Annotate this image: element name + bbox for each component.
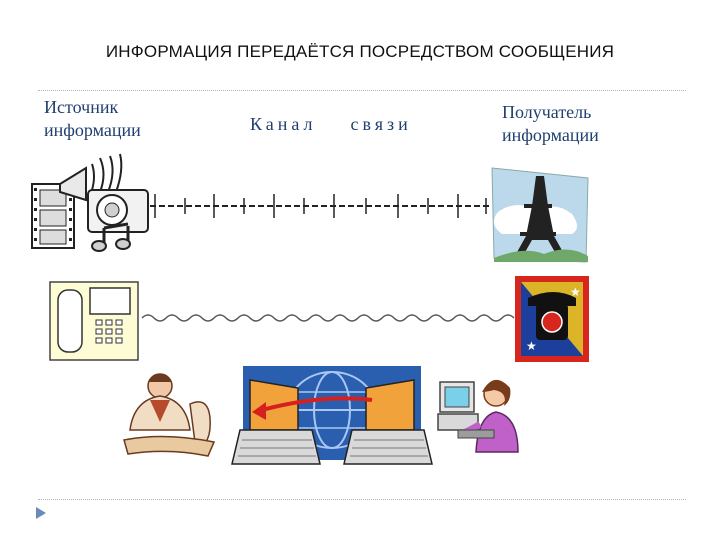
network-laptops-icon xyxy=(231,366,433,465)
man-at-desk-icon xyxy=(123,373,216,457)
page-title: ИНФОРМАЦИЯ ПЕРЕДАЁТСЯ ПОСРЕДСТВОМ СООБЩЕ… xyxy=(105,42,615,61)
channel-label-word1: Канал xyxy=(250,114,317,134)
woman-at-computer-icon xyxy=(437,379,519,453)
source-label: Источник информации xyxy=(44,96,141,142)
channel-line-2 xyxy=(141,314,515,322)
channel-label: Канал связи xyxy=(250,113,412,136)
source-label-line2: информации xyxy=(44,120,141,140)
play-bullet-icon xyxy=(36,507,46,519)
channel-label-word2: связи xyxy=(350,114,412,134)
eiffel-tower-icon xyxy=(491,167,589,263)
svg-text:★: ★ xyxy=(570,285,581,299)
film-strip-icon xyxy=(31,183,75,249)
receiver-label: Получатель информации xyxy=(502,101,599,147)
source-label-line1: Источник xyxy=(44,97,119,117)
svg-text:★: ★ xyxy=(526,339,537,353)
bottom-divider xyxy=(38,499,686,500)
receiver-label-line2: информации xyxy=(502,125,599,145)
channel-line-1 xyxy=(150,194,492,218)
loudspeaker-icon xyxy=(59,153,149,233)
telephone-icon xyxy=(49,281,139,361)
music-note-icon xyxy=(91,222,131,252)
phone-stamp-icon: ★ ★ xyxy=(515,276,589,362)
top-divider xyxy=(38,90,686,91)
receiver-label-line1: Получатель xyxy=(502,102,592,122)
